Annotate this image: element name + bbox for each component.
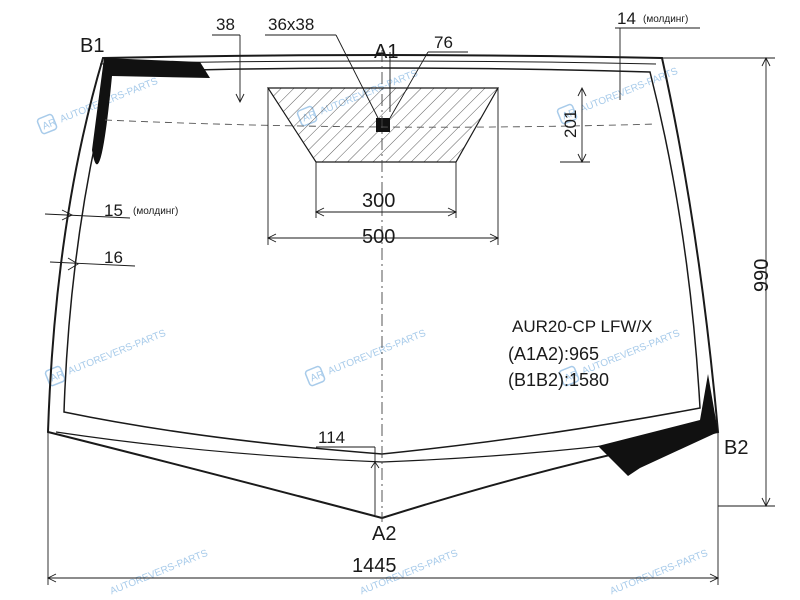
shade-band-line (104, 119, 657, 128)
dim-38-label: 38 (216, 15, 235, 34)
dim-990-label: 990 (751, 259, 773, 292)
point-b2-label: B2 (724, 437, 748, 459)
dim-114-label: 114 (318, 428, 345, 447)
dim-201-label: 201 (561, 110, 580, 138)
black-print-top-left (92, 58, 210, 165)
point-a1-label: A1 (374, 41, 398, 63)
watermark-logo-icon (558, 365, 580, 387)
watermark-logo: AR (41, 117, 58, 132)
watermark-logo: AR (49, 369, 66, 384)
dim-15-label: 15 (104, 201, 123, 220)
black-print-bottom-right (598, 374, 718, 476)
watermark-7: AUTOREVERS-PARTS (109, 548, 210, 597)
dim-15-note: (молдинг) (133, 206, 178, 217)
watermark-text: AUTOREVERS-PARTS (609, 548, 710, 597)
dim-76-label: 76 (434, 33, 453, 52)
point-a2-label: A2 (372, 523, 396, 545)
watermark-9: AUTOREVERS-PARTS (609, 548, 710, 597)
dim-1445-label: 1445 (352, 555, 397, 577)
dim-14-label: 14 (617, 9, 636, 28)
watermark-text: AUTOREVERS-PARTS (67, 328, 168, 377)
watermark-logo-icon (36, 113, 58, 135)
b1b2-distance: (B1B2):1580 (508, 370, 609, 390)
dim-36x38-label: 36x38 (268, 15, 314, 34)
sensor-square (376, 118, 390, 132)
dimension-lines (44, 27, 775, 585)
watermark-logo-icon (304, 365, 326, 387)
watermark-logo: AR (563, 369, 580, 384)
dim-14-note: (молдинг) (643, 14, 688, 25)
dim-300-label: 300 (362, 190, 395, 212)
a1a2-distance: (A1A2):965 (508, 344, 599, 364)
point-b1-label: B1 (80, 35, 104, 57)
dim-16-label: 16 (104, 248, 123, 267)
outer-edge (46, 54, 720, 520)
watermark-logo-icon (556, 103, 578, 125)
watermark-logo: AR (309, 369, 326, 384)
watermark-text: AUTOREVERS-PARTS (109, 548, 210, 597)
watermark-logo: AR (561, 107, 578, 122)
watermark-5: AR AUTOREVERS-PARTS (304, 328, 428, 387)
part-code: AUR20-CP LFW/X (512, 317, 652, 336)
watermark-4: AR AUTOREVERS-PARTS (44, 328, 168, 387)
inner-edge (63, 67, 701, 455)
dim-500-label: 500 (362, 226, 395, 248)
watermark-text: AUTOREVERS-PARTS (327, 328, 428, 377)
